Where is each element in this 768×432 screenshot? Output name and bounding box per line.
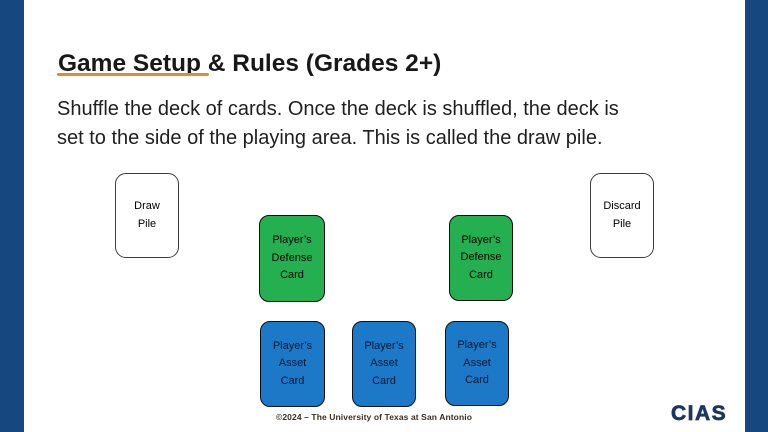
left-border-bar (0, 0, 24, 432)
draw-pile-card: Draw Pile (115, 173, 179, 258)
slide-body-text: Shuffle the deck of cards. Once the deck… (57, 95, 619, 152)
body-line-1: Shuffle the deck of cards. Once the deck… (57, 98, 619, 120)
player-asset-card-3: Player’s Asset Card (445, 321, 509, 406)
discard-pile-card: Discard Pile (590, 173, 654, 258)
player-asset-card-1: Player’s Asset Card (260, 321, 325, 407)
title-underline-accent (57, 73, 209, 76)
player-asset-card-2: Player’s Asset Card (352, 321, 416, 407)
cias-logo: CIAS (671, 402, 728, 425)
player-defense-card-1: Player’s Defense Card (259, 215, 325, 302)
right-border-bar (745, 0, 768, 432)
slide-title: Game Setup & Rules (Grades 2+) (58, 50, 442, 78)
player-defense-card-2: Player’s Defense Card (449, 215, 513, 301)
body-line-2: set to the side of the playing area. Thi… (57, 126, 603, 149)
copyright-text: ©2024 – The University of Texas at San A… (275, 412, 473, 422)
